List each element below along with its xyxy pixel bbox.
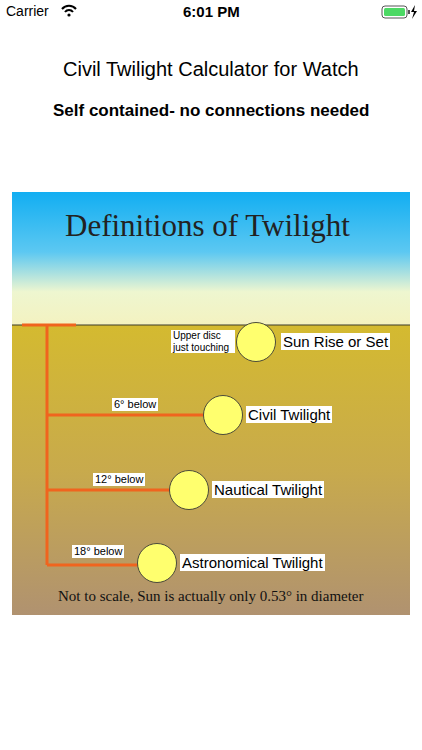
note-label: Upper disc just touching (171, 330, 235, 353)
ground (12, 325, 410, 615)
wifi-icon (62, 6, 76, 17)
horizon (12, 324, 410, 325)
app-title: Civil Twilight Calculator for Watch (63, 58, 359, 81)
angle-label: 12° below (93, 473, 145, 486)
sky (12, 192, 410, 325)
event-label: Sun Rise or Set (281, 333, 390, 350)
app-subtitle: Self contained- no connections needed (53, 101, 369, 121)
angle-label: 6° below (112, 398, 158, 411)
sun-disc: Nautical Twilight (169, 470, 209, 510)
angle-label: 18° below (72, 545, 124, 558)
angle-bracket (22, 325, 223, 565)
event-label: Civil Twilight (246, 406, 332, 423)
event-label: Astronomical Twilight (180, 554, 325, 571)
battery-icon (382, 5, 417, 19)
scale-note: Not to scale, Sun is actually only 0.53°… (58, 588, 364, 605)
diagram-heading: Definitions of Twilight (65, 208, 350, 244)
event-label: Nautical Twilight (212, 481, 324, 498)
sun-disc: Civil Twilight (203, 395, 243, 435)
carrier-name: Carrier (6, 3, 49, 19)
sun-disc: Astronomical Twilight (137, 543, 177, 583)
sun-disc: Upper disc just touchingSun Rise or Set (236, 322, 276, 362)
status-time: 6:01 PM (183, 3, 240, 20)
